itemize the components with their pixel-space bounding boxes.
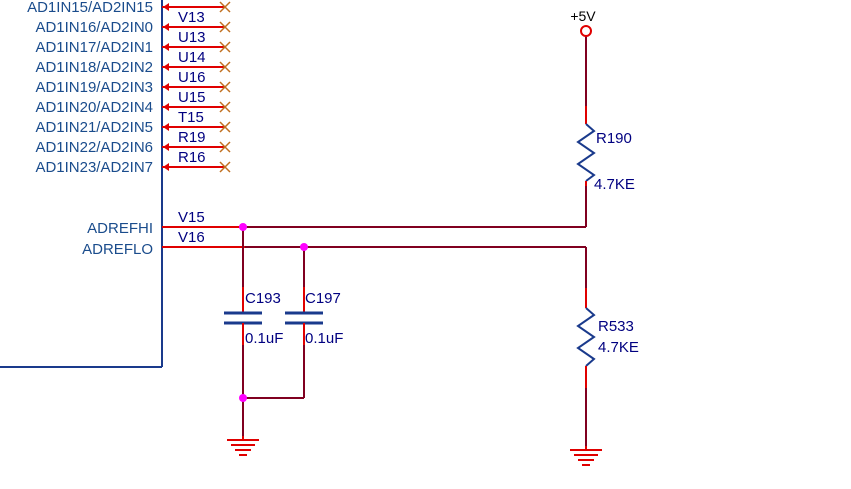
ic-pin-row[interactable]: AD1IN15/AD2IN15 bbox=[27, 0, 231, 16]
ic-pin-number: U13 bbox=[178, 29, 206, 46]
power-port-5v[interactable]: +5V bbox=[570, 8, 596, 37]
junction-dot bbox=[239, 394, 247, 402]
no-connect-icon bbox=[219, 101, 231, 113]
ic-pin-row[interactable]: AD1IN17/AD2IN1 U13 bbox=[35, 29, 231, 56]
pin-adrefhi-name: ADREFHI bbox=[87, 220, 153, 237]
ic-pin-name: AD1IN20/AD2IN4 bbox=[35, 99, 153, 116]
no-connect-icon bbox=[219, 61, 231, 73]
resistor-r533-ref: R533 bbox=[598, 318, 634, 335]
pin-adreflo-number: V16 bbox=[178, 229, 205, 246]
junction-dot bbox=[239, 223, 247, 231]
ic-pin-number: U15 bbox=[178, 89, 206, 106]
ground-symbol-left[interactable] bbox=[227, 436, 259, 456]
ic-pin-name: AD1IN18/AD2IN2 bbox=[35, 59, 153, 76]
ground-symbol-right[interactable] bbox=[570, 446, 602, 466]
ic-pin-row[interactable]: AD1IN16/AD2IN0 V13 bbox=[35, 9, 231, 36]
ic-pin-number: U16 bbox=[178, 69, 206, 86]
ic-pin-arrow-icon bbox=[163, 83, 169, 91]
no-connect-icon bbox=[219, 121, 231, 133]
ic-pin-name: AD1IN16/AD2IN0 bbox=[35, 19, 153, 36]
ic-pin-arrow-icon bbox=[163, 123, 169, 131]
no-connect-icon bbox=[219, 41, 231, 53]
resistor-r533-value: 4.7KE bbox=[598, 339, 639, 356]
pin-adrefhi[interactable]: ADREFHI V15 bbox=[87, 209, 245, 237]
ic-pin-number: R16 bbox=[178, 149, 206, 166]
no-connect-icon bbox=[219, 161, 231, 173]
ic-pin-arrow-icon bbox=[163, 43, 169, 51]
capacitor-c197-ref: C197 bbox=[305, 290, 341, 307]
ic-pin-arrow-icon bbox=[163, 23, 169, 31]
no-connect-icon bbox=[219, 21, 231, 33]
ic-pin-row[interactable]: AD1IN21/AD2IN5 T15 bbox=[35, 109, 231, 136]
resistor-r190[interactable]: R190 4.7KE bbox=[576, 106, 635, 193]
junction-dot bbox=[300, 243, 308, 251]
ic-pin-name: AD1IN15/AD2IN15 bbox=[27, 0, 153, 16]
ic-pin-name: AD1IN21/AD2IN5 bbox=[35, 119, 153, 136]
ic-pin-name: AD1IN17/AD2IN1 bbox=[35, 39, 153, 56]
pin-adreflo[interactable]: ADREFLO V16 bbox=[82, 229, 245, 258]
ic-pin-arrow-icon bbox=[163, 3, 169, 11]
capacitor-c193[interactable]: C193 0.1uF bbox=[224, 287, 283, 347]
ic-pin-row[interactable]: AD1IN23/AD2IN7 R16 bbox=[35, 149, 231, 176]
capacitor-c197-value: 0.1uF bbox=[305, 330, 343, 347]
resistor-r533[interactable]: R533 4.7KE bbox=[576, 288, 639, 388]
resistor-r190-value: 4.7KE bbox=[594, 176, 635, 193]
ic-pin-arrow-icon bbox=[163, 103, 169, 111]
ic-pin-arrow-icon bbox=[163, 163, 169, 171]
ic-pin-number: T15 bbox=[178, 109, 204, 126]
capacitor-c193-ref: C193 bbox=[245, 290, 281, 307]
pin-adreflo-name: ADREFLO bbox=[82, 241, 153, 258]
ic-pin-name: AD1IN19/AD2IN3 bbox=[35, 79, 153, 96]
ic-pin-row[interactable]: AD1IN20/AD2IN4 U15 bbox=[35, 89, 231, 116]
ic-pin-row[interactable]: AD1IN22/AD2IN6 R19 bbox=[35, 129, 231, 156]
ic-pin-number: R19 bbox=[178, 129, 206, 146]
capacitor-c197[interactable]: C197 0.1uF bbox=[285, 287, 343, 347]
no-connect-icon bbox=[219, 1, 231, 13]
no-connect-icon bbox=[219, 81, 231, 93]
pin-adrefhi-number: V15 bbox=[178, 209, 205, 226]
junctions bbox=[239, 223, 308, 402]
resistor-r190-ref: R190 bbox=[596, 130, 632, 147]
ic-pin-arrow-icon bbox=[163, 143, 169, 151]
ic-pin-arrow-icon bbox=[163, 63, 169, 71]
ic-pin-row[interactable]: AD1IN19/AD2IN3 U16 bbox=[35, 69, 231, 96]
ic-pin-row[interactable]: AD1IN18/AD2IN2 U14 bbox=[35, 49, 231, 76]
ic-pin-name: AD1IN23/AD2IN7 bbox=[35, 159, 153, 176]
ic-pin-number: V13 bbox=[178, 9, 205, 26]
no-connect-icon bbox=[219, 141, 231, 153]
capacitor-c193-value: 0.1uF bbox=[245, 330, 283, 347]
ic-pin-number: U14 bbox=[178, 49, 206, 66]
wires bbox=[242, 36, 587, 446]
power-port-5v-label: +5V bbox=[570, 8, 596, 24]
ic-body bbox=[0, 0, 163, 368]
ic-pin-name: AD1IN22/AD2IN6 bbox=[35, 139, 153, 156]
